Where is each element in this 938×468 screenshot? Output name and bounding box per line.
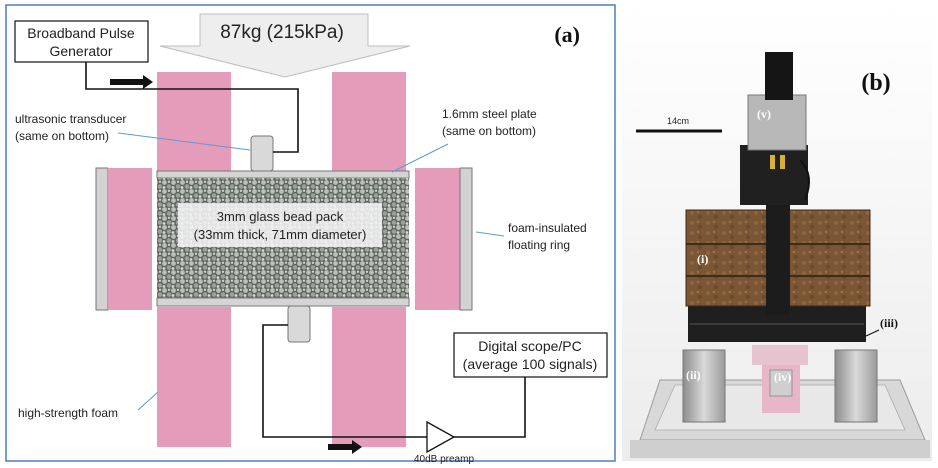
ring-bar-right [459, 167, 473, 311]
scope-line1: Digital scope/PC [478, 338, 582, 354]
support-right [834, 349, 878, 423]
ring-foam-left [108, 168, 152, 310]
transducer-bottom [287, 305, 311, 343]
load-label: 87kg (215kPa) [220, 22, 344, 43]
ring-label-line1: foam-insulated [508, 221, 587, 235]
marker-iii: (iii) [880, 316, 898, 330]
ring-foam-right [415, 168, 460, 310]
top-clamp [740, 145, 808, 205]
load-arrow [159, 13, 411, 78]
marker-iii-leader [865, 329, 880, 337]
transducer-top [250, 135, 274, 172]
preamp-symbol [426, 420, 456, 454]
brick-stack-left [685, 209, 769, 307]
foam-label: high-strength foam [18, 406, 118, 420]
flow-arrow-bottom [328, 440, 362, 454]
ring-bar-left [95, 167, 109, 311]
top-transducer-housing [747, 94, 807, 151]
panel-a-label: (a) [554, 22, 580, 47]
marker-i: (i) [697, 252, 708, 266]
transducer-label-line2: (same on bottom) [15, 129, 109, 143]
cable [799, 159, 810, 201]
transducer-label-line1: ultrasonic transducer [15, 112, 126, 126]
pulse-generator-line2: Generator [49, 43, 112, 59]
connector-2 [780, 155, 785, 169]
pulse-generator-box [14, 20, 149, 63]
steel-plate-label-line1: 1.6mm steel plate [442, 107, 537, 121]
panel-b-label: (b) [861, 70, 890, 96]
flow-arrow-top [110, 75, 153, 89]
transducer-leader [117, 132, 251, 151]
preamp-label: 40dB preamp [414, 454, 474, 465]
pulse-generator-line1: Broadband Pulse [27, 25, 135, 41]
bottom-transducer-top [752, 345, 808, 365]
panel-a: 87kg (215kPa) (a) 3mm glass bead pack (3… [5, 4, 616, 465]
bead-pack-label-line1: 3mm glass bead pack [217, 209, 344, 224]
scope-box [453, 332, 608, 378]
ring-label-line2: floating ring [508, 238, 570, 252]
floating-ring [95, 167, 473, 311]
foam-bottom-left [157, 307, 231, 447]
panel-b: (b) 14cm (v) (i) [622, 5, 932, 461]
brick-stack-right [787, 209, 871, 307]
steel-plate-top [156, 170, 410, 179]
steel-plate-label-line2: (same on bottom) [442, 124, 536, 138]
bead-pack-label-line2: (33mm thick, 71mm diameter) [194, 227, 367, 242]
bead-pack-label-box [178, 203, 382, 247]
support-left [682, 349, 726, 423]
connector-1 [770, 155, 775, 169]
foam-blocks [157, 72, 406, 447]
steel-plate-bottom [156, 297, 410, 307]
foam-leader [137, 391, 159, 411]
center-column [766, 205, 790, 315]
scope-line2: (average 100 signals) [463, 356, 598, 372]
base-front [630, 440, 930, 458]
wire-transducer-to-preamp [262, 324, 427, 438]
foam-bottom-right [332, 307, 406, 447]
foam-top-right [332, 72, 406, 172]
bottom-transducer-metal [769, 369, 793, 397]
marker-v: (v) [757, 107, 771, 121]
foam-top-left [157, 72, 231, 172]
marker-iv: (iv) [774, 370, 791, 384]
wire-pulse-to-transducer [85, 62, 299, 153]
marker-ii: (ii) [686, 368, 701, 382]
ring-leader [475, 231, 505, 237]
steel-plate-leader [391, 143, 449, 173]
wire-preamp-to-scope [454, 377, 526, 438]
top-transducer-cap [765, 52, 793, 100]
scale-label: 14cm [667, 116, 689, 126]
